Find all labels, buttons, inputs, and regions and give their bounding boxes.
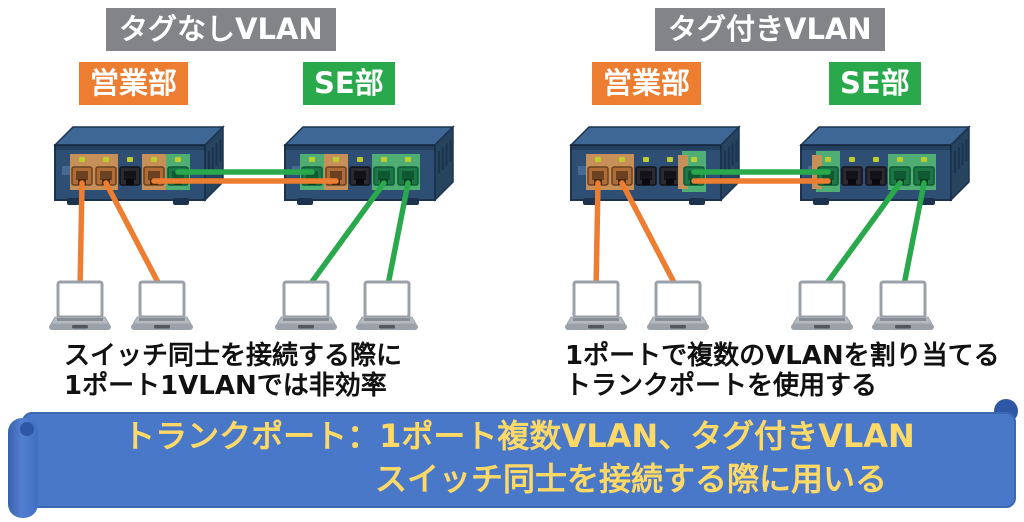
dept-label-se: SE部 — [829, 62, 921, 105]
network-diagram-untagged — [49, 125, 455, 330]
switch-port-black — [841, 157, 863, 186]
cable-orange — [103, 180, 165, 293]
laptop — [131, 280, 193, 330]
panel-untagged-vlan: タグなしVLAN 営業部 SE部 スイッチ同士を接続する際に 1ポート1VLAN… — [0, 0, 512, 410]
network-diagram-tagged — [565, 125, 971, 330]
switch-port-green — [888, 154, 912, 190]
switch-port-orange — [610, 154, 634, 190]
caption-line: 1ポート1VLANでは非効率 — [64, 371, 387, 401]
network-switch — [283, 125, 455, 205]
laptop — [647, 280, 709, 330]
scroll-banner-body — [22, 412, 1016, 508]
panel-tagged-vlan: タグ付きVLAN 営業部 SE部 1ポートで複数のVLANを割り当てる トランク… — [516, 0, 1024, 410]
cable-green — [900, 180, 927, 293]
network-switch — [799, 125, 971, 205]
panel-title-tagged-vlan: タグ付きVLAN — [655, 8, 885, 51]
cable-green — [384, 180, 411, 293]
caption-line: トランクポートを使用する — [565, 371, 878, 401]
dept-label-sales: 営業部 — [592, 62, 702, 105]
laptop — [275, 280, 337, 330]
cable-orange — [77, 180, 85, 293]
caption-line: 1ポートで複数のVLANを割り当てる — [565, 341, 1000, 371]
cable-green — [819, 180, 903, 293]
dept-label-sales: 営業部 — [79, 62, 189, 105]
scroll-roll-left-icon — [8, 418, 38, 518]
switch-port-black — [635, 157, 657, 186]
caption-line: スイッチ同士を接続する際に — [64, 341, 403, 371]
switch-port-black — [659, 157, 681, 186]
power-indicator-icon — [578, 166, 587, 175]
cable-green — [303, 180, 387, 293]
dept-label-se: SE部 — [303, 62, 395, 105]
cable-orange — [619, 180, 681, 293]
laptop — [791, 280, 853, 330]
laptop — [356, 280, 418, 330]
cable-orange — [593, 180, 601, 293]
laptop — [872, 280, 934, 330]
switch-port-black — [349, 157, 371, 186]
laptop — [49, 280, 111, 330]
banner-text-line2: スイッチ同士を接続する際に用いる — [374, 460, 887, 498]
summary-banner: トランクポート：1ポート複数VLAN、タグ付きVLAN スイッチ同士を接続する際… — [0, 395, 1024, 522]
switch-port-orange — [324, 154, 348, 190]
switch-port-black — [119, 157, 141, 186]
caption-untagged: スイッチ同士を接続する際に 1ポート1VLANでは非効率 — [64, 341, 402, 401]
switch-port-orange — [94, 154, 118, 190]
banner-text-line1: トランクポート：1ポート複数VLAN、タグ付きVLAN — [123, 417, 915, 455]
laptop — [565, 280, 627, 330]
power-indicator-icon — [62, 166, 71, 175]
panel-title-untagged-vlan: タグなしVLAN — [106, 8, 336, 51]
switch-port-black — [865, 157, 887, 186]
caption-tagged: 1ポートで複数のVLANを割り当てる トランクポートを使用する — [565, 341, 1000, 401]
switch-port-orange — [142, 154, 166, 190]
